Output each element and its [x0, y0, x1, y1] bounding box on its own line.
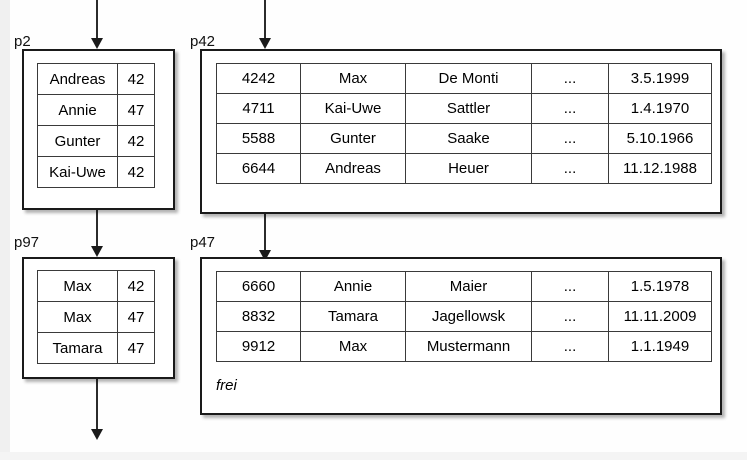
page-label-p42: p42: [190, 33, 216, 50]
cell-date: 11.12.1988: [608, 153, 712, 184]
cell-firstname: Tamara: [300, 301, 406, 332]
left-gutter-band: [0, 0, 10, 460]
table-row[interactable]: 6660 Annie Maier ... 1.5.1978: [216, 271, 712, 302]
table-row[interactable]: 4711 Kai-Uwe Sattler ... 1.4.1970: [216, 93, 712, 124]
cell-id: 4242: [216, 63, 301, 94]
page-box-p42[interactable]: 4242 Max De Monti ... 3.5.1999 4711 Kai-…: [200, 49, 722, 214]
cell-name: Annie: [37, 94, 118, 126]
page-label-p97: p97: [14, 234, 40, 251]
page-box-p2[interactable]: Andreas 42 Annie 47 Gunter 42 Kai-Uwe 42: [22, 49, 175, 210]
cell-id: 6644: [216, 153, 301, 184]
cell-date: 11.11.2009: [608, 301, 712, 332]
cell-more: ...: [531, 123, 609, 154]
free-space-label: frei: [216, 377, 237, 394]
arrow-into-p2: [90, 0, 104, 49]
cell-more: ...: [531, 271, 609, 302]
page-label-p2: p2: [14, 33, 31, 50]
table-row[interactable]: 5588 Gunter Saake ... 5.10.1966: [216, 123, 712, 154]
cell-name: Max: [37, 270, 118, 302]
cell-name: Andreas: [37, 63, 118, 95]
cell-more: ...: [531, 331, 609, 362]
table-row[interactable]: Gunter 42: [37, 125, 155, 157]
cell-lastname: Maier: [405, 271, 532, 302]
page-box-p47[interactable]: 6660 Annie Maier ... 1.5.1978 8832 Tamar…: [200, 257, 722, 415]
page-box-p97[interactable]: Max 42 Max 47 Tamara 47: [22, 257, 175, 379]
cell-lastname: Mustermann: [405, 331, 532, 362]
cell-lastname: Jagellowsk: [405, 301, 532, 332]
cell-date: 1.4.1970: [608, 93, 712, 124]
cell-date: 3.5.1999: [608, 63, 712, 94]
record-table-p42: 4242 Max De Monti ... 3.5.1999 4711 Kai-…: [216, 63, 712, 184]
cell-lastname: Saake: [405, 123, 532, 154]
table-row[interactable]: 4242 Max De Monti ... 3.5.1999: [216, 63, 712, 94]
table-row[interactable]: 9912 Max Mustermann ... 1.1.1949: [216, 331, 712, 362]
cell-bucket: 47: [117, 94, 155, 126]
arrow-p2-to-p97: [90, 209, 104, 257]
cell-id: 9912: [216, 331, 301, 362]
cell-firstname: Andreas: [300, 153, 406, 184]
cell-date: 1.1.1949: [608, 331, 712, 362]
cell-name: Gunter: [37, 125, 118, 157]
cell-name: Max: [37, 301, 118, 333]
cell-firstname: Max: [300, 63, 406, 94]
table-row[interactable]: Max 47: [37, 301, 155, 333]
table-row[interactable]: 6644 Andreas Heuer ... 11.12.1988: [216, 153, 712, 184]
cell-firstname: Annie: [300, 271, 406, 302]
bottom-gutter-band: [0, 452, 747, 460]
table-row[interactable]: 8832 Tamara Jagellowsk ... 11.11.2009: [216, 301, 712, 332]
cell-more: ...: [531, 63, 609, 94]
cell-bucket: 42: [117, 63, 155, 95]
cell-id: 4711: [216, 93, 301, 124]
table-row[interactable]: Kai-Uwe 42: [37, 156, 155, 188]
page-label-p47: p47: [190, 234, 216, 251]
table-row[interactable]: Max 42: [37, 270, 155, 302]
cell-firstname: Gunter: [300, 123, 406, 154]
cell-lastname: De Monti: [405, 63, 532, 94]
cell-date: 1.5.1978: [608, 271, 712, 302]
cell-date: 5.10.1966: [608, 123, 712, 154]
arrow-out-of-p97: [90, 378, 104, 440]
cell-lastname: Heuer: [405, 153, 532, 184]
cell-more: ...: [531, 301, 609, 332]
cell-lastname: Sattler: [405, 93, 532, 124]
cell-id: 5588: [216, 123, 301, 154]
cell-bucket: 42: [117, 125, 155, 157]
cell-name: Tamara: [37, 332, 118, 364]
record-table-p97: Max 42 Max 47 Tamara 47: [37, 270, 155, 364]
table-row[interactable]: Andreas 42: [37, 63, 155, 95]
table-row[interactable]: Tamara 47: [37, 332, 155, 364]
cell-more: ...: [531, 153, 609, 184]
arrow-into-p42: [258, 0, 272, 49]
arrow-p42-to-p47: [258, 214, 272, 261]
record-table-p2: Andreas 42 Annie 47 Gunter 42 Kai-Uwe 42: [37, 63, 155, 188]
cell-bucket: 42: [117, 156, 155, 188]
cell-name: Kai-Uwe: [37, 156, 118, 188]
cell-id: 8832: [216, 301, 301, 332]
cell-bucket: 47: [117, 301, 155, 333]
cell-id: 6660: [216, 271, 301, 302]
cell-more: ...: [531, 93, 609, 124]
table-row[interactable]: Annie 47: [37, 94, 155, 126]
cell-bucket: 47: [117, 332, 155, 364]
cell-firstname: Max: [300, 331, 406, 362]
cell-bucket: 42: [117, 270, 155, 302]
cell-firstname: Kai-Uwe: [300, 93, 406, 124]
record-table-p47: 6660 Annie Maier ... 1.5.1978 8832 Tamar…: [216, 271, 712, 362]
